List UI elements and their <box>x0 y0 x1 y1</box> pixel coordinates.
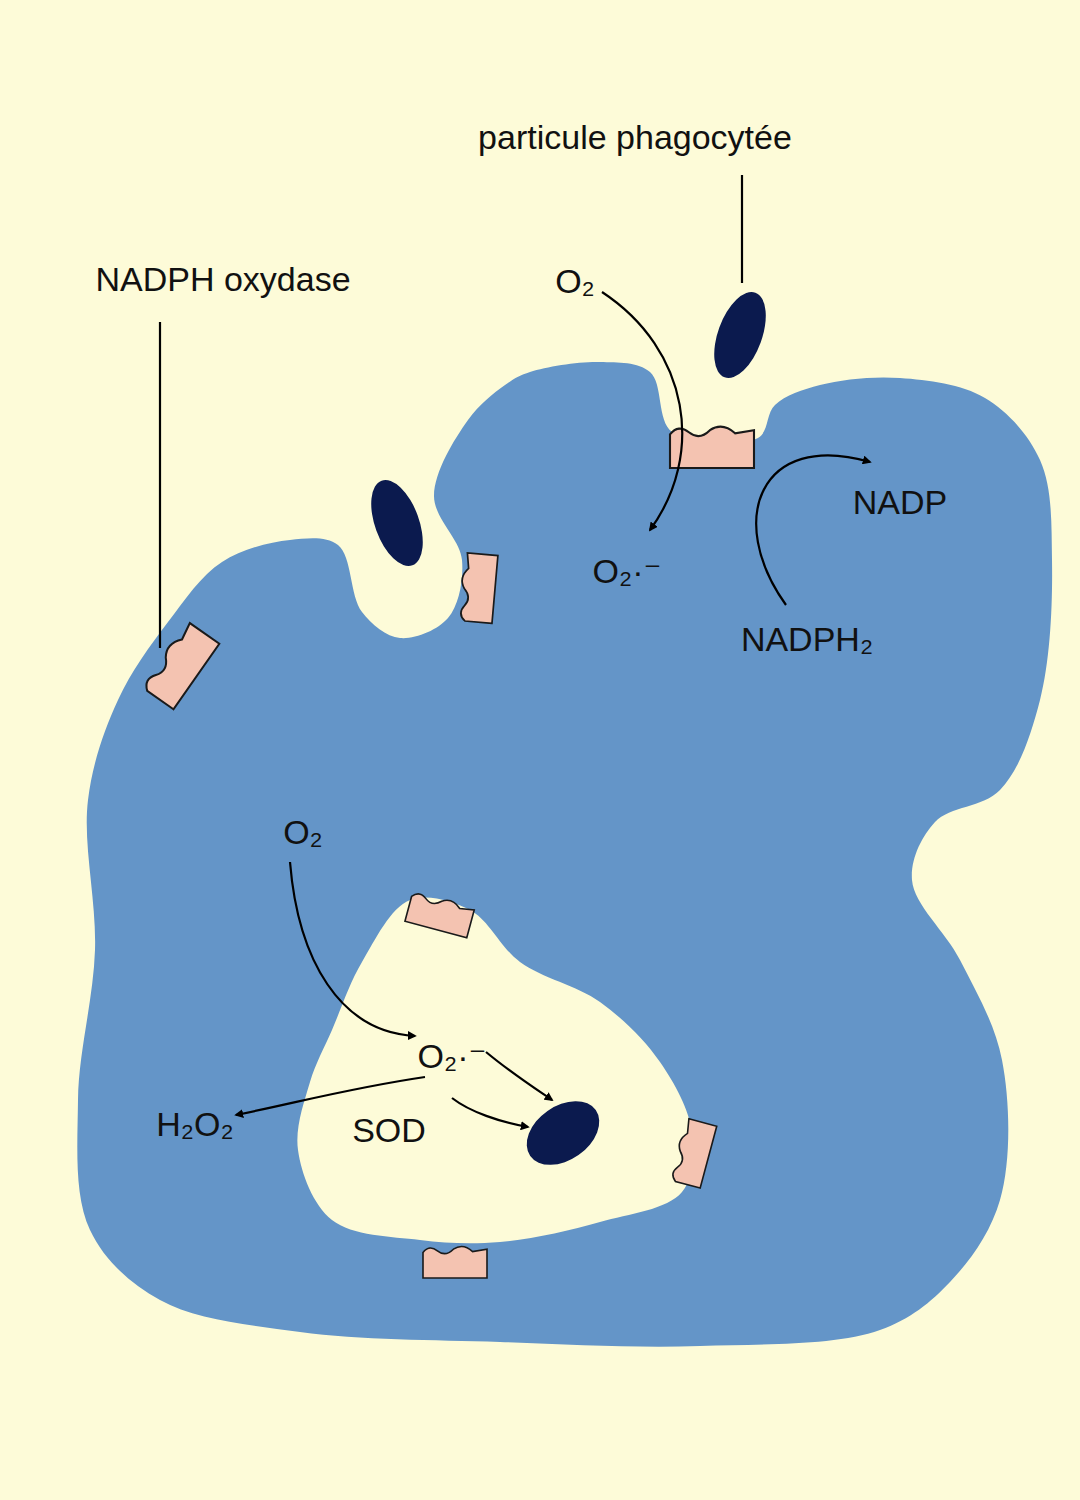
text-label: O₂·⁻ <box>593 553 662 590</box>
particle <box>704 285 776 385</box>
particle <box>361 473 433 573</box>
nadph-oxidase <box>141 621 219 709</box>
reaction-arrow <box>236 1077 425 1115</box>
leader-line <box>741 175 743 283</box>
nadph-oxidase <box>670 1118 717 1188</box>
text-label: NADP <box>853 484 947 521</box>
reaction-arrow <box>452 1098 528 1127</box>
reaction-arrow <box>486 1052 552 1100</box>
nadph-oxidase <box>405 891 475 938</box>
phagocyte-cell <box>77 362 1052 1347</box>
leader-line <box>159 322 161 648</box>
text-label: particule phagocytée <box>478 119 792 156</box>
reaction-arrow <box>756 455 870 605</box>
text-label: NADPH oxydase <box>95 261 350 298</box>
text-label: H₂O₂ <box>156 1106 233 1143</box>
nadph-oxidase <box>459 553 498 624</box>
phagosome <box>297 897 693 1243</box>
particle <box>515 1088 612 1178</box>
text-label: O₂ <box>555 263 595 300</box>
text-label: SOD <box>352 1112 426 1149</box>
reaction-arrow <box>290 862 415 1036</box>
nadph-oxidase <box>423 1247 487 1278</box>
text-label: O₂ <box>283 814 323 851</box>
reaction-arrow <box>602 292 682 530</box>
text-label: NADPH₂ <box>741 621 873 658</box>
text-label: O₂·⁻ <box>418 1038 487 1075</box>
